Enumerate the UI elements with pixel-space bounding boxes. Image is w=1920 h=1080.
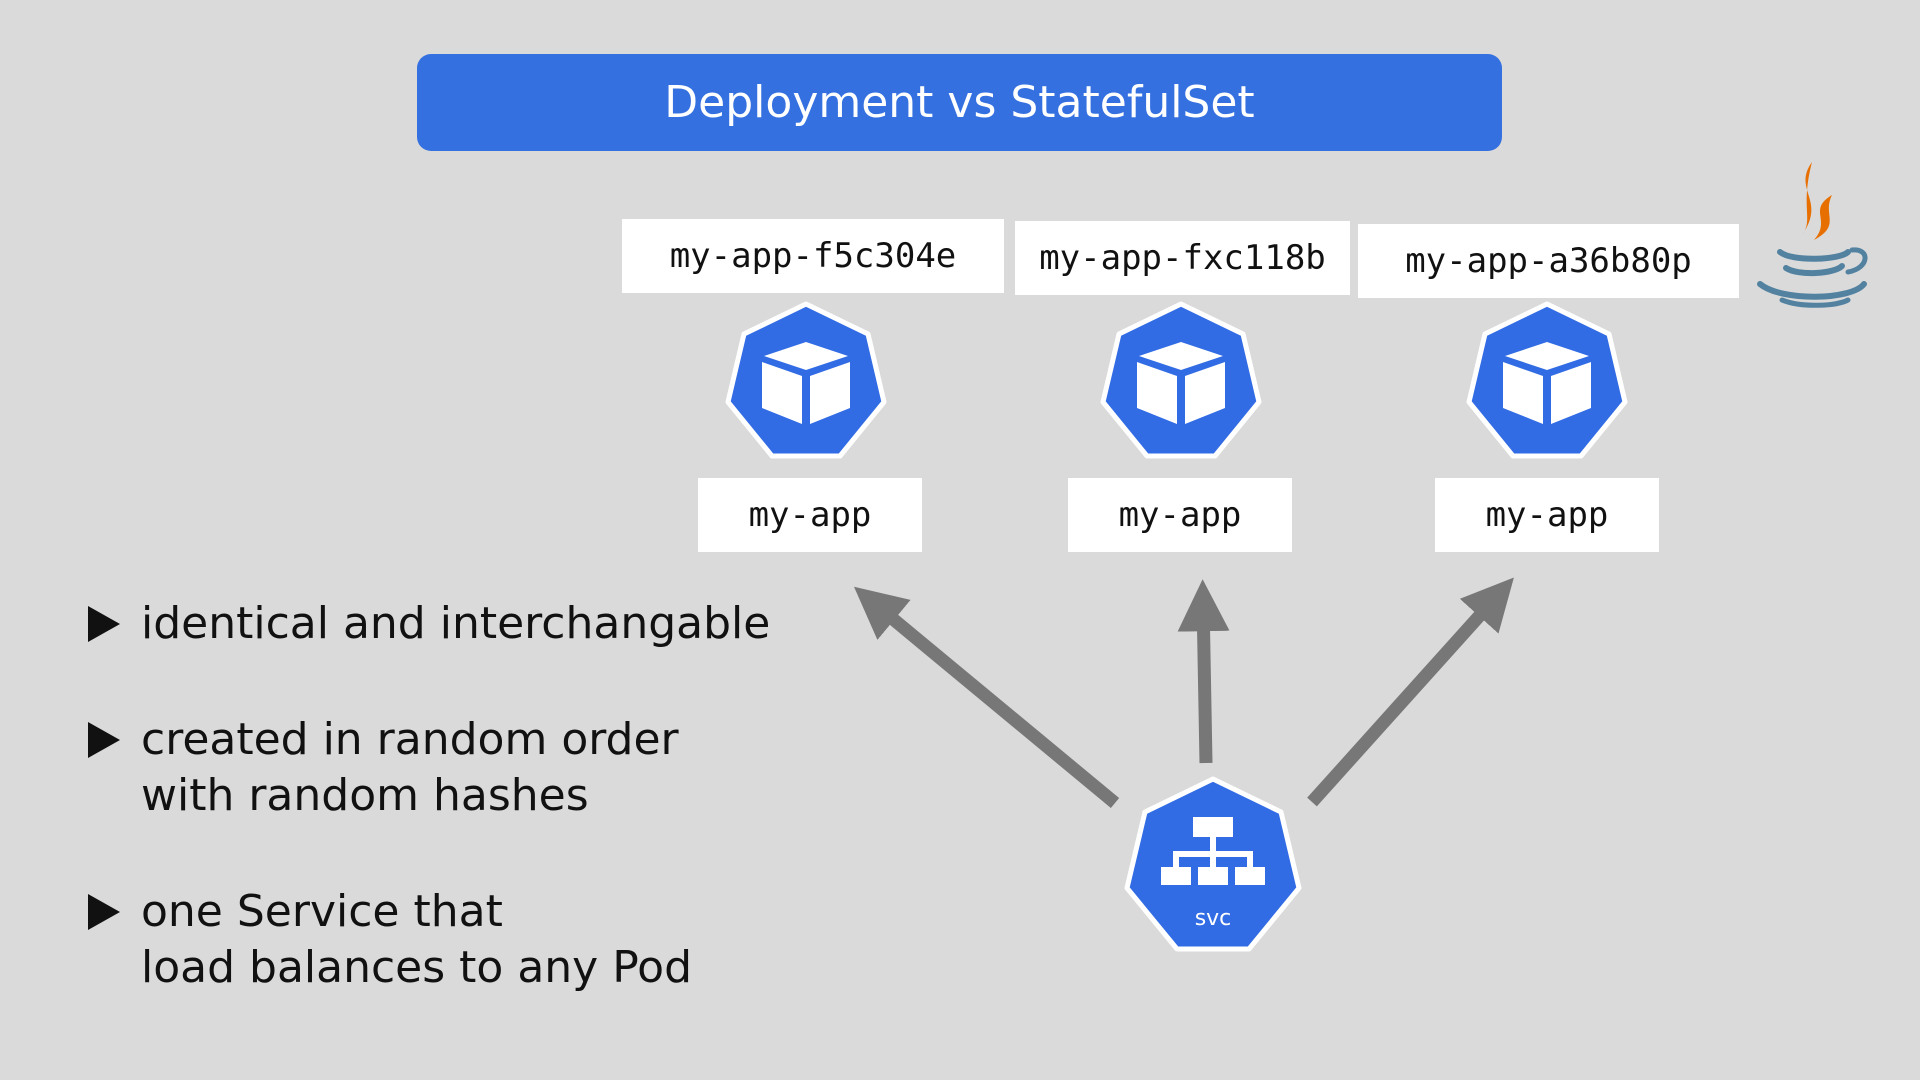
- bullet-text: load balances to any Pod: [141, 942, 693, 993]
- bullet-triangle-icon: [88, 722, 120, 758]
- app-label: my-app: [698, 478, 922, 552]
- pod-name-label: my-app-a36b80p: [1358, 224, 1739, 298]
- pod-icon: [1100, 301, 1262, 459]
- arrow-to-pod-2: [1177, 579, 1230, 764]
- bullet-text: identical and interchangable: [141, 598, 771, 649]
- bullet-text: with random hashes: [141, 770, 589, 821]
- bullet-triangle-icon: [88, 894, 120, 930]
- bullet-item: identical and interchangable: [88, 596, 770, 652]
- bullet-list: identical and interchangable created in …: [88, 596, 770, 1056]
- java-logo-icon: [1757, 162, 1868, 308]
- bullet-text: one Service that: [141, 886, 503, 937]
- bullet-triangle-icon: [88, 606, 120, 642]
- pod-name-label: my-app-f5c304e: [622, 219, 1004, 293]
- pod-name-label: my-app-fxc118b: [1015, 221, 1350, 295]
- app-label: my-app: [1068, 478, 1292, 552]
- page-title: Deployment vs StatefulSet: [417, 54, 1502, 151]
- arrow-to-pod-3: [1307, 577, 1514, 807]
- app-label: my-app: [1435, 478, 1659, 552]
- bullet-item: one Service that load balances to any Po…: [88, 884, 770, 996]
- pod-icon: [1466, 301, 1628, 459]
- bullet-item: created in random order with random hash…: [88, 712, 770, 824]
- service-label: svc: [1195, 906, 1232, 931]
- service-icon: svc: [1124, 776, 1302, 952]
- arrow-to-pod-1: [853, 586, 1120, 809]
- bullet-text: created in random order: [141, 714, 679, 765]
- pod-icon: [725, 301, 887, 459]
